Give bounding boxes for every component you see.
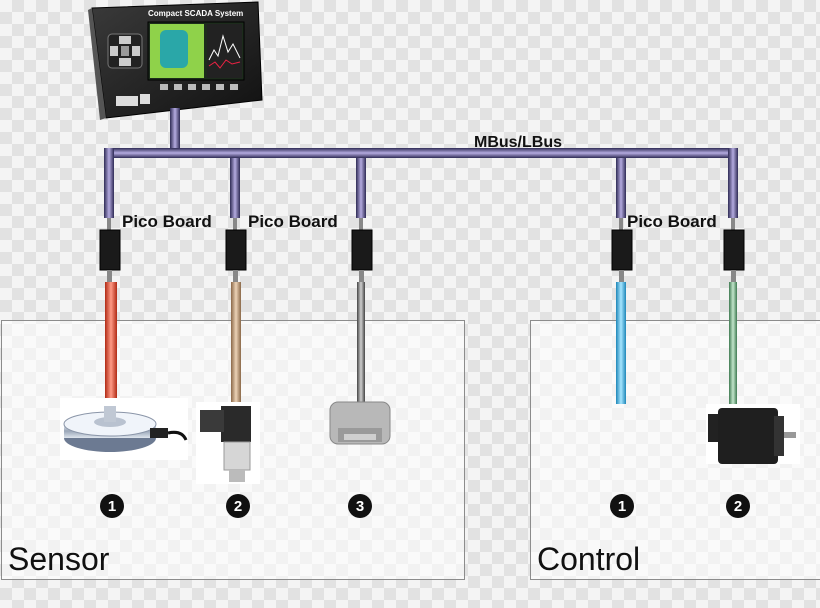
bus-label: MBus/LBus xyxy=(474,134,562,151)
scada-panel: Compact SCADA System xyxy=(88,1,263,120)
pressure-transmitter-icon xyxy=(196,402,260,484)
pico-board-modules xyxy=(99,218,745,282)
sensor-number-badge-1: 1 xyxy=(100,494,124,518)
scada-keypad-icon xyxy=(107,33,143,69)
sensor-cable-3 xyxy=(357,282,365,406)
control-cable-2 xyxy=(729,282,737,418)
usb-port-icon xyxy=(116,96,138,106)
sensor-cable-2 xyxy=(231,282,241,410)
svg-text:1: 1 xyxy=(618,498,626,515)
pico-board-label-3: Pico Board xyxy=(627,212,717,231)
sensor-number-badge-2: 2 xyxy=(226,494,250,518)
tank-icon xyxy=(160,30,188,68)
servo-motor-icon xyxy=(706,404,800,464)
pico-board-module xyxy=(351,218,373,282)
pico-board-module xyxy=(99,218,121,282)
scada-function-buttons xyxy=(160,84,238,90)
svg-text:2: 2 xyxy=(234,498,242,515)
scada-screen xyxy=(147,21,245,81)
bus-horizontal xyxy=(104,148,738,158)
control-number-badge-2: 2 xyxy=(726,494,750,518)
control-group-label: Control xyxy=(537,541,641,577)
pico-board-module xyxy=(723,218,745,282)
bus-drop-scada xyxy=(170,108,180,150)
pico-board-label-2: Pico Board xyxy=(248,212,338,231)
scada-title: Compact SCADA System xyxy=(148,9,243,18)
sensor-group-label: Sensor xyxy=(8,541,110,577)
load-cell-sensor-icon xyxy=(60,398,188,460)
svg-text:3: 3 xyxy=(356,498,364,515)
control-cable-1 xyxy=(616,282,626,404)
svg-text:2: 2 xyxy=(734,498,742,515)
proximity-sensor-icon xyxy=(329,401,391,445)
pico-board-module xyxy=(611,218,633,282)
pico-board-label-1: Pico Board xyxy=(122,212,212,231)
sensor-cable-1 xyxy=(105,282,117,412)
sensor-number-badge-3: 3 xyxy=(348,494,372,518)
pico-board-module xyxy=(225,218,247,282)
bus-network: MBus/LBus xyxy=(104,134,738,218)
control-number-badge-1: 1 xyxy=(610,494,634,518)
svg-text:1: 1 xyxy=(108,498,116,515)
